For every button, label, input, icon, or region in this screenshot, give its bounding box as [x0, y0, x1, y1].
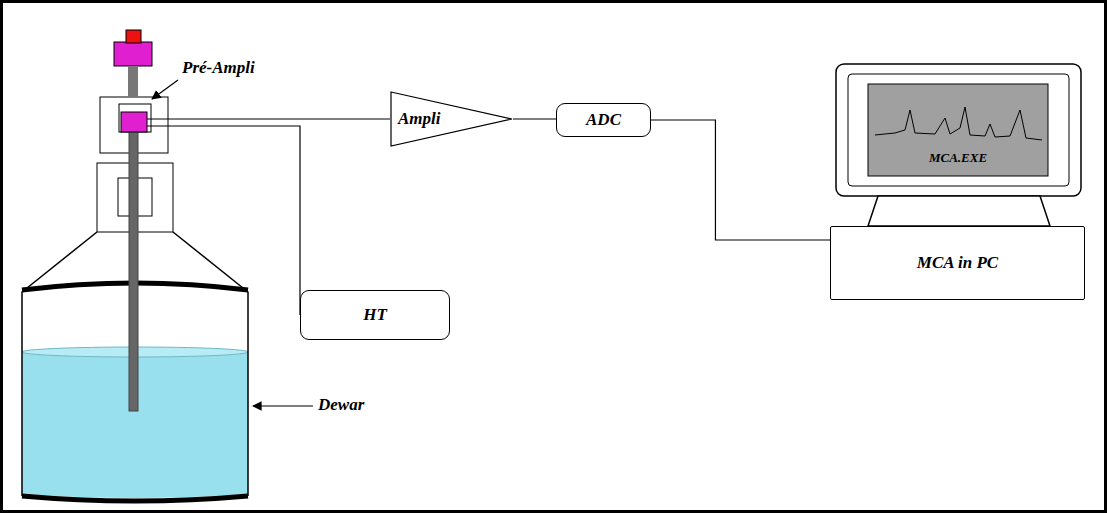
mca-box: MCA in PC: [830, 226, 1085, 300]
hv-wire: [147, 126, 300, 315]
signal-wire: [147, 118, 390, 119]
triangle-shape: [391, 92, 512, 146]
cold-finger: [129, 128, 138, 411]
amplifier-triangle: Ampli: [390, 91, 513, 147]
monitor-screen: [868, 84, 1048, 176]
signal-cable: [651, 120, 830, 240]
adc-box: ADC: [556, 103, 651, 137]
preamp-cap: [114, 42, 152, 66]
dewar-label: Dewar: [318, 395, 364, 415]
node-text: ADC: [586, 110, 621, 130]
software-label: MCA.EXE: [929, 150, 987, 166]
monitor-bezel: [848, 74, 1069, 186]
node-text: MCA in PC: [917, 253, 998, 273]
leader-line: [152, 80, 178, 99]
cap-stem: [128, 66, 138, 97]
signal-cable: [513, 118, 556, 119]
monitor-body: [836, 64, 1081, 196]
power-supply-box: HT: [300, 290, 450, 340]
preamp-inner: [119, 104, 151, 132]
monitor-stand: [868, 196, 1050, 226]
node-text: HT: [363, 305, 387, 325]
dewar-band: [22, 496, 248, 501]
node-text: Ampli: [390, 109, 441, 129]
preamp-connector: [126, 30, 141, 43]
leader-line: [253, 405, 313, 406]
spectrum-trace: [875, 107, 1042, 140]
preamp-label: Pré-Ampli: [182, 58, 255, 78]
detector-crystal: [121, 112, 147, 132]
